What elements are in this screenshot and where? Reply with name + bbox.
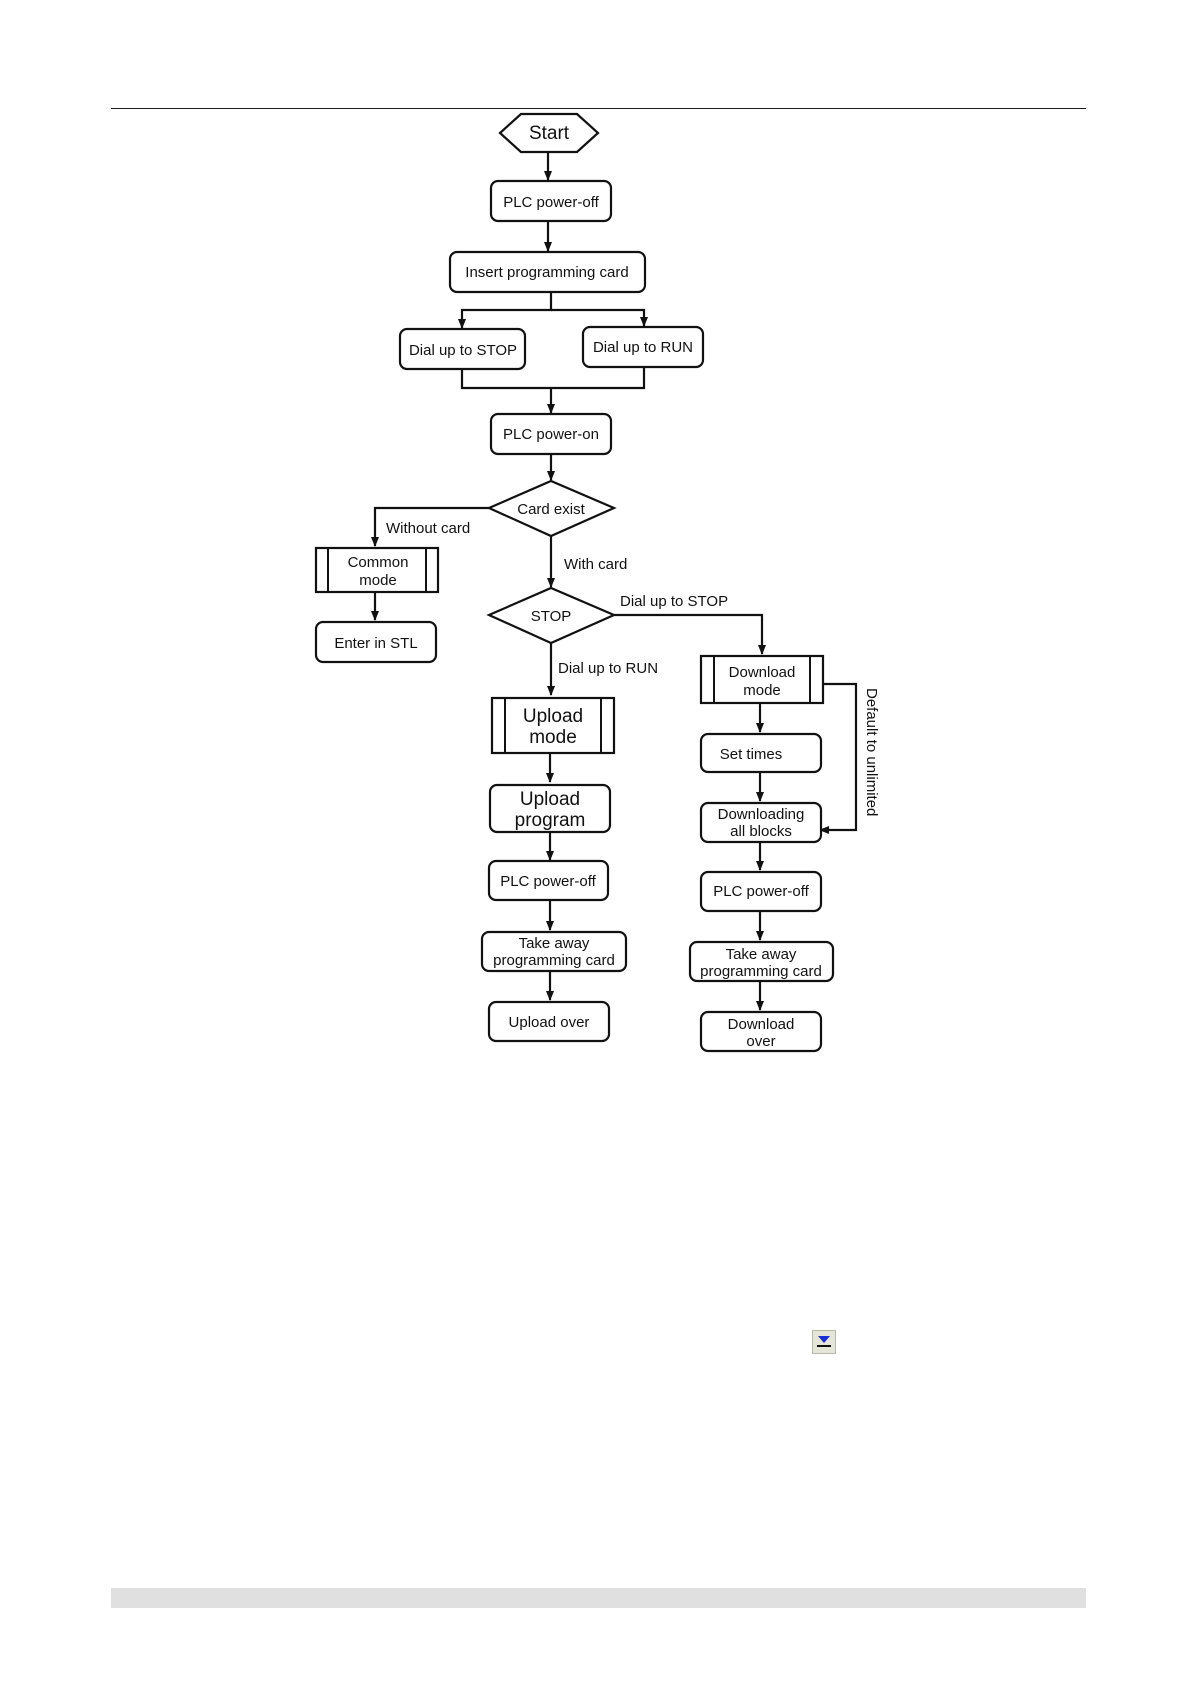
upload-mode-line1: Upload — [523, 706, 583, 727]
download-mode-node: Download mode — [699, 654, 825, 705]
upload-program-line1: Upload — [520, 789, 580, 810]
plc-power-on-node: PLC power-on — [489, 412, 613, 456]
upload-take-away-node: Take away programming card — [480, 930, 628, 973]
stop-decision: STOP — [486, 586, 617, 645]
insert-card-label: Insert programming card — [465, 264, 628, 281]
upload-over-label: Upload over — [509, 1014, 590, 1031]
upload-take-away-line2: programming card — [493, 952, 615, 969]
edge-split-run — [551, 308, 648, 327]
upload-power-off-node: PLC power-off — [487, 859, 610, 902]
insert-card-node: Insert programming card — [448, 250, 647, 294]
download-over-node: Download over — [699, 1010, 823, 1053]
download-power-off-label: PLC power-off — [713, 883, 809, 900]
edge-dial-merge — [460, 367, 646, 390]
upload-over-node: Upload over — [487, 1000, 611, 1043]
common-mode-line2: mode — [359, 572, 397, 589]
stop-label: STOP — [531, 608, 572, 625]
edge-insert-split — [458, 292, 553, 329]
dial-stop-label: Dial up to STOP — [409, 342, 517, 359]
set-times-node: Set times — [699, 732, 823, 774]
edge-stop-download — [614, 613, 766, 655]
footer-bar — [111, 1588, 1086, 1608]
upload-mode-node: Upload mode — [490, 696, 616, 755]
upload-mode-line2: mode — [529, 727, 577, 748]
with-card-label: With card — [564, 556, 627, 573]
default-unlimited-label: Default to unlimited — [863, 688, 880, 816]
download-arrow-icon — [812, 1330, 836, 1354]
downloading-blocks-line2: all blocks — [730, 823, 792, 840]
start-label: Start — [529, 123, 570, 144]
plc-power-on-label: PLC power-on — [503, 426, 599, 443]
download-over-line2: over — [746, 1033, 775, 1050]
dial-stop-node: Dial up to STOP — [398, 327, 527, 371]
upload-program-node: Upload program — [488, 783, 612, 834]
upload-take-away-line1: Take away — [519, 935, 590, 952]
edge-without-card — [371, 506, 489, 547]
card-exist-label: Card exist — [517, 501, 585, 518]
edge-dial-run-label: Dial up to RUN — [558, 660, 658, 677]
without-card-label: Without card — [386, 520, 470, 537]
download-take-away-node: Take away programming card — [688, 940, 835, 983]
common-mode-node: Common mode — [314, 546, 440, 594]
download-mode-line2: mode — [743, 682, 781, 699]
downloading-blocks-node: Downloading all blocks — [699, 801, 823, 844]
upload-program-line2: program — [515, 810, 586, 831]
plc-power-off-label: PLC power-off — [503, 194, 599, 211]
upload-power-off-label: PLC power-off — [500, 873, 596, 890]
download-take-away-line2: programming card — [700, 963, 822, 980]
set-times-label: Set times — [720, 746, 783, 763]
download-over-line1: Download — [728, 1016, 795, 1033]
common-mode-line1: Common — [348, 554, 409, 571]
arrow-down-shape — [818, 1336, 830, 1343]
start-node: Start — [498, 112, 600, 154]
arrow-base-bar — [817, 1345, 831, 1347]
card-exist-decision: Card exist — [486, 479, 617, 538]
flow-edges — [371, 152, 858, 1011]
header-rule — [111, 108, 1086, 109]
download-take-away-line1: Take away — [726, 946, 797, 963]
dial-run-node: Dial up to RUN — [581, 325, 705, 369]
downloading-blocks-line1: Downloading — [718, 806, 805, 823]
edge-default-unlimited — [819, 682, 858, 834]
plc-power-off-node: PLC power-off — [489, 179, 613, 223]
enter-stl-label: Enter in STL — [334, 635, 417, 652]
edge-dial-stop-label: Dial up to STOP — [620, 593, 728, 610]
download-mode-line1: Download — [729, 664, 796, 681]
download-power-off-node: PLC power-off — [699, 870, 823, 913]
enter-stl-node: Enter in STL — [314, 620, 438, 664]
dial-run-label: Dial up to RUN — [593, 339, 693, 356]
